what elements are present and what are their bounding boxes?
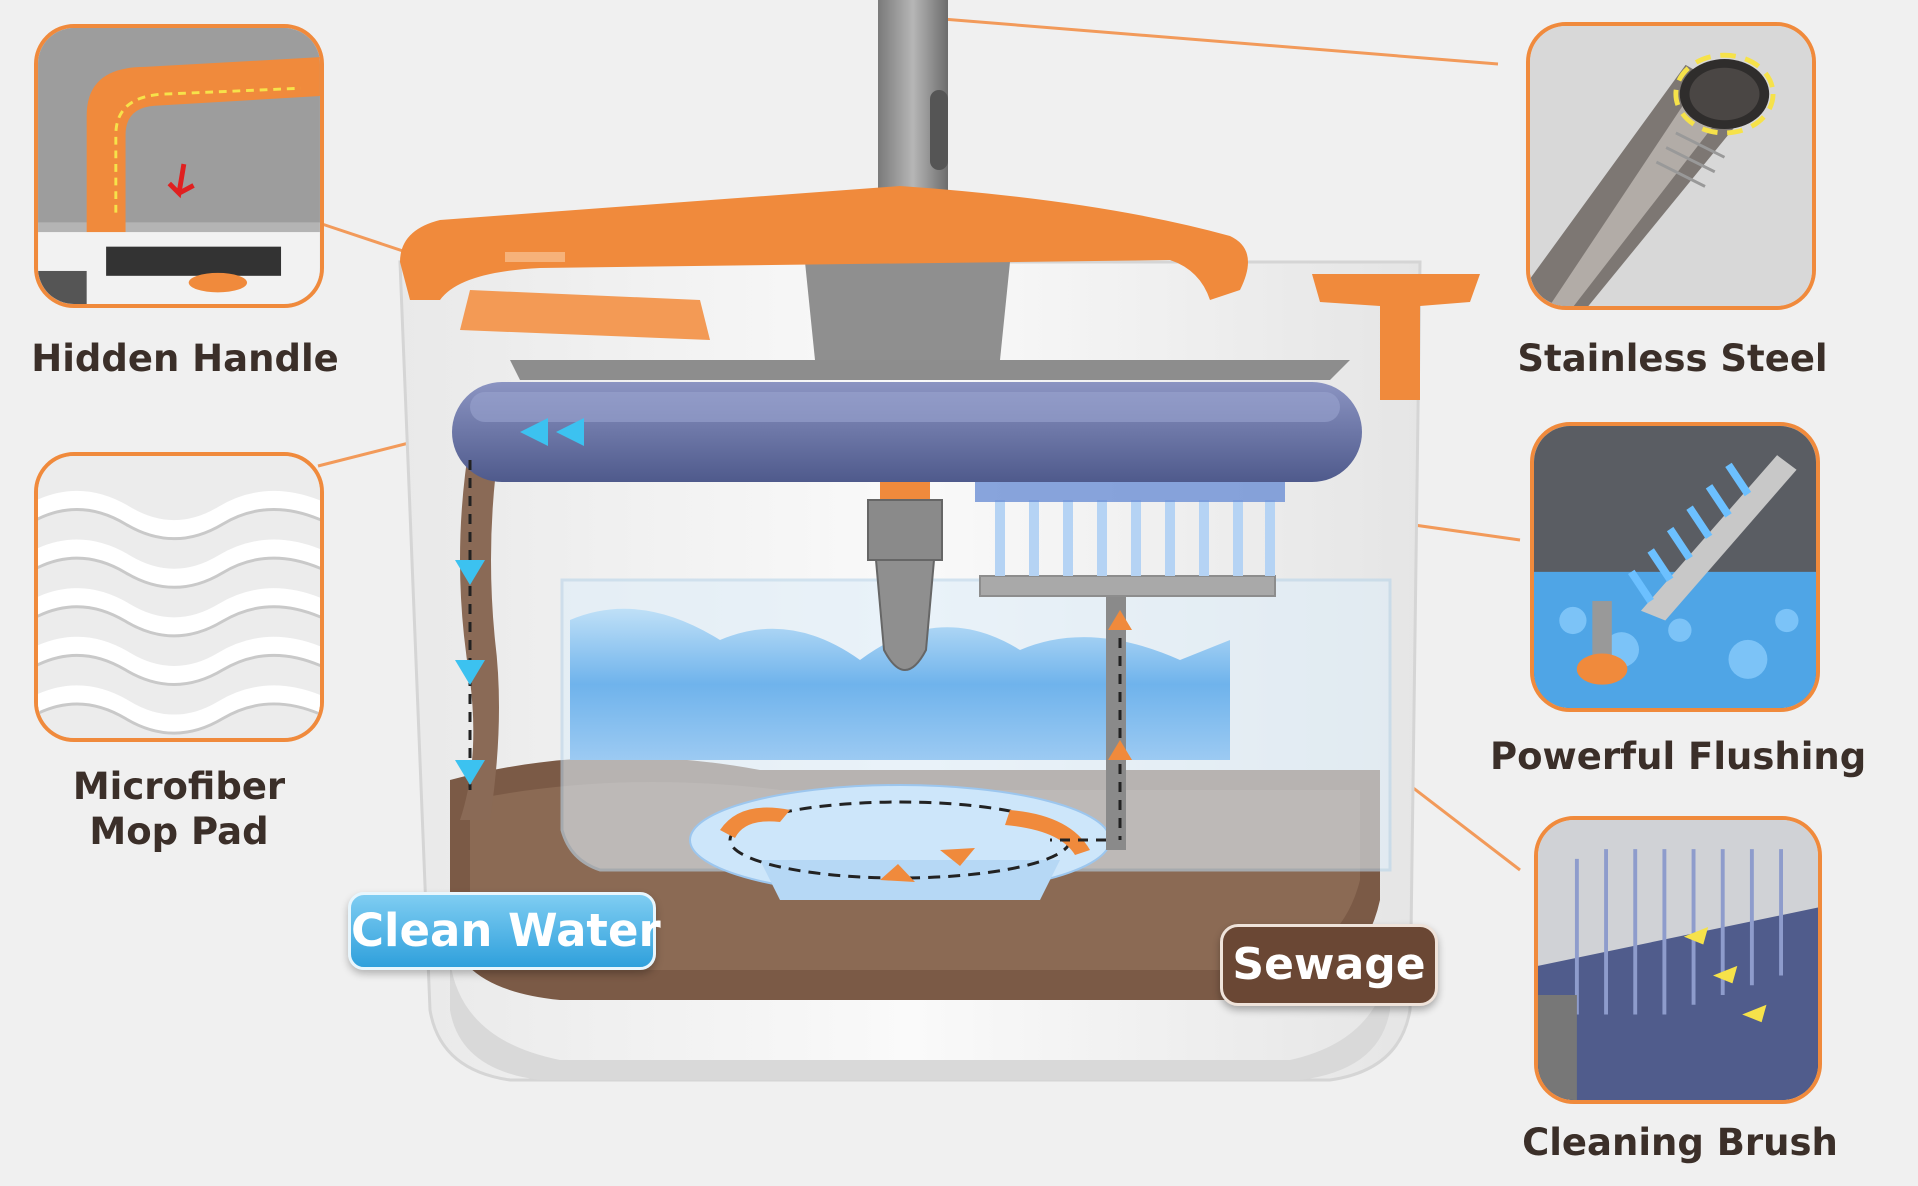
sewage-tag: Sewage xyxy=(1220,924,1438,1006)
cleaning-brush-caption: Cleaning Brush xyxy=(1522,1121,1838,1164)
stainless-steel-caption: Stainless Steel xyxy=(1517,337,1828,380)
cleaning-brush-image xyxy=(1538,820,1818,1100)
stainless-steel-panel xyxy=(1526,22,1816,310)
microfiber-panel xyxy=(34,452,324,742)
clean-water-tag: Clean Water xyxy=(348,892,661,970)
microfiber-caption: Microfiber Mop Pad xyxy=(34,764,324,854)
powerful-flushing-image xyxy=(1534,426,1816,708)
microfiber-image xyxy=(38,456,320,738)
stainless-steel-image xyxy=(1530,26,1812,306)
hidden-handle-panel xyxy=(34,24,324,308)
powerful-flushing-caption: Powerful Flushing xyxy=(1490,735,1867,778)
microfiber-caption-line1: Microfiber xyxy=(72,765,286,808)
cleaning-brush-panel xyxy=(1534,816,1822,1104)
microfiber-caption-line2: Mop Pad xyxy=(89,810,269,853)
hidden-handle-image xyxy=(38,28,320,304)
hidden-handle-caption: Hidden Handle xyxy=(31,337,339,380)
powerful-flushing-panel xyxy=(1530,422,1820,712)
